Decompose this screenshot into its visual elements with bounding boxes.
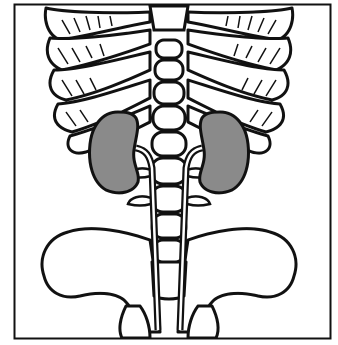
sternum xyxy=(150,6,188,30)
vertebra-2 xyxy=(155,60,183,80)
vertebra-4 xyxy=(153,106,185,130)
right-kidney xyxy=(200,112,249,193)
vertebra-5 xyxy=(152,132,186,156)
left-kidney xyxy=(90,112,139,193)
vertebra-1 xyxy=(156,40,182,58)
vertebra-6 xyxy=(151,158,187,184)
vertebra-3 xyxy=(154,82,184,104)
